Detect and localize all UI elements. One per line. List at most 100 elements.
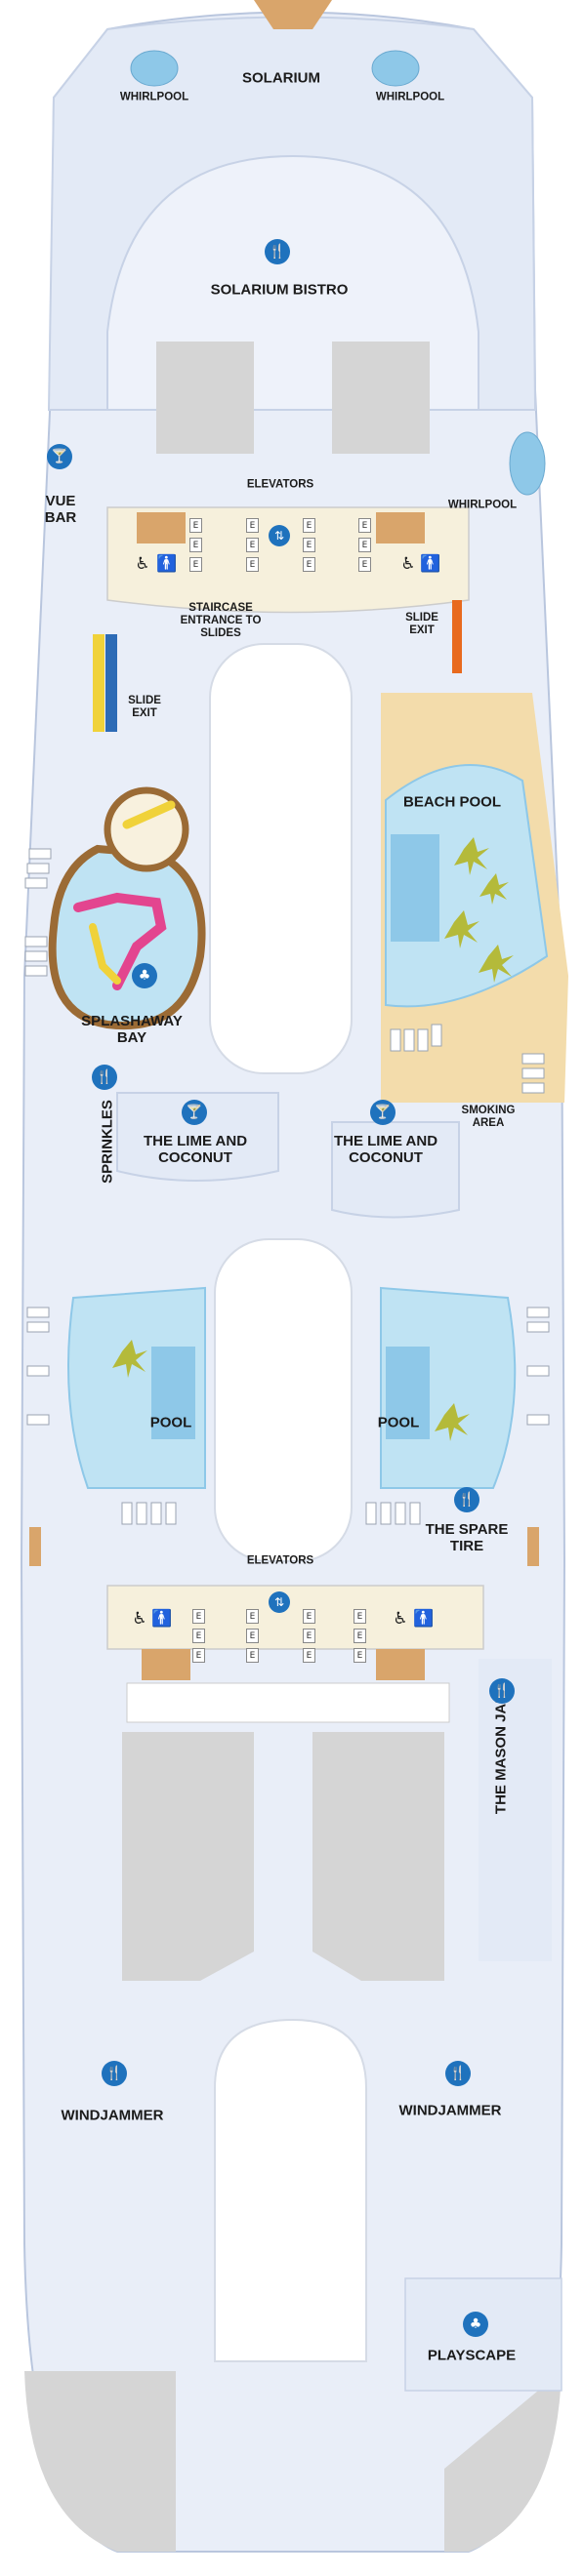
elevator-car: E <box>303 538 315 552</box>
port-wood-strip <box>29 1527 41 1566</box>
water-slide-pink <box>73 892 167 990</box>
aft-lobby <box>106 1585 484 1650</box>
windjammer-left-label: WINDJAMMER <box>61 2107 164 2124</box>
dining-icon: 🍴 <box>92 1065 117 1090</box>
elevator-car: E <box>192 1648 205 1663</box>
elevator-car: E <box>246 1609 259 1624</box>
pool-right-label: POOL <box>377 1414 420 1431</box>
whirlpool-left-tub <box>130 50 179 87</box>
aft-corridor <box>126 1682 450 1723</box>
slide-exit-left-chute <box>93 634 104 732</box>
playscape-area <box>404 2277 562 2392</box>
central-corridor-fwd <box>209 643 353 1074</box>
restroom-icon: 🚹 <box>151 1609 173 1629</box>
elevator-car: E <box>303 1609 315 1624</box>
pool-right-deep <box>386 1347 430 1439</box>
elevator-car: E <box>189 518 202 533</box>
restroom-icon: 🚹 <box>420 554 441 574</box>
splash-top-slide <box>122 800 176 829</box>
beach-pool-water <box>385 764 549 1008</box>
wheelchair-icon: ♿ <box>393 1609 408 1629</box>
elevator-icon: ⇅ <box>269 1591 290 1613</box>
elevator-car: E <box>192 1609 205 1624</box>
beach-pool-label: BEACH POOL <box>402 793 502 811</box>
splashaway-bay-area <box>48 844 206 1030</box>
forward-stairs-left <box>137 512 186 543</box>
lime-coconut-right-area <box>331 1121 460 1219</box>
elevator-car: E <box>246 1629 259 1643</box>
lime-coconut-left-area <box>116 1092 279 1182</box>
elevator-car: E <box>358 518 371 533</box>
dining-icon: 🍴 <box>102 2061 127 2086</box>
beach-pool-deep <box>391 834 439 942</box>
restroom-icon: 🚹 <box>413 1609 435 1629</box>
whirlpool-left-label: WHIRLPOOL <box>119 91 189 103</box>
windjammer-center-aisle <box>214 2018 367 2362</box>
dining-icon: 🍴 <box>489 1678 515 1704</box>
windjammer-servery-left <box>122 1732 254 1981</box>
solarium-entry-notch <box>254 0 332 29</box>
elevator-car: E <box>303 518 315 533</box>
vue-bar-label: VUE BAR <box>44 492 77 526</box>
slide-exit-right-chute <box>452 600 462 673</box>
elevator-car: E <box>354 1648 366 1663</box>
mason-jar-area <box>479 1659 552 1961</box>
aft-stairs-left <box>142 1649 190 1680</box>
elevator-car: E <box>246 538 259 552</box>
cocktail-bar-icon: 🍸 <box>47 444 72 469</box>
lounger-chairs <box>24 848 550 1525</box>
central-corridor-aft <box>214 1238 353 1562</box>
dining-icon: 🍴 <box>265 239 290 264</box>
elevator-car: E <box>189 538 202 552</box>
pool-left-deep <box>151 1347 195 1439</box>
pool-left-label: POOL <box>149 1414 192 1431</box>
playscape-label: PLAYSCAPE <box>427 2347 517 2364</box>
sprinkles-label: SPRINKLES <box>99 1100 116 1184</box>
elevator-car: E <box>303 557 315 572</box>
elevators-aft-label: ELEVATORS <box>246 1554 314 1567</box>
whirlpool-side-label: WHIRLPOOL <box>447 499 518 511</box>
mason-jar-label: THE MASON JAR <box>492 1692 510 1815</box>
elevator-car: E <box>354 1609 366 1624</box>
cocktail-bar-icon: 🍸 <box>370 1100 396 1125</box>
beach-umbrellas <box>112 837 514 1441</box>
starboard-wood-strip <box>527 1527 539 1566</box>
elevator-car: E <box>303 1629 315 1643</box>
dining-icon: 🍴 <box>454 1487 479 1512</box>
staircase-entrance-label: STAIRCASE ENTRANCE TO SLIDES <box>180 602 262 640</box>
elevator-car: E <box>358 538 371 552</box>
elevator-icon: ⇅ <box>269 525 290 546</box>
kids-play-icon: ♣ <box>132 963 157 988</box>
lime-coconut-left-label: THE LIME AND COCONUT <box>143 1132 248 1166</box>
whirlpool-right-label: WHIRLPOOL <box>375 91 445 103</box>
elevator-car: E <box>358 557 371 572</box>
elevator-car: E <box>246 518 259 533</box>
lime-coconut-right-label: THE LIME AND COCONUT <box>333 1132 438 1166</box>
wheelchair-icon: ♿ <box>132 1609 147 1629</box>
whirlpool-right-tub <box>371 50 420 87</box>
forward-stairs-right <box>376 512 425 543</box>
aft-grey-right <box>444 2371 562 2552</box>
whirlpool-side-tub <box>509 431 546 496</box>
elevator-car: E <box>246 1648 259 1663</box>
slide-exit-left-label: SLIDE EXIT <box>128 694 161 719</box>
restroom-icon: 🚹 <box>156 554 178 574</box>
windjammer-servery-right <box>312 1732 444 1981</box>
aft-stairs-right <box>376 1649 425 1680</box>
slide-exit-right-label: SLIDE EXIT <box>405 611 438 636</box>
kids-play-icon: ♣ <box>463 2312 488 2337</box>
elevator-car: E <box>192 1629 205 1643</box>
elevator-car: E <box>354 1629 366 1643</box>
wheelchair-icon: ♿ <box>135 554 150 574</box>
solarium-label: SOLARIUM <box>242 69 320 87</box>
windjammer-right-label: WINDJAMMER <box>398 2102 502 2119</box>
elevator-car: E <box>303 1648 315 1663</box>
wheelchair-icon: ♿ <box>400 554 416 574</box>
dining-icon: 🍴 <box>445 2061 471 2086</box>
slide-exit-left-chute-2 <box>105 634 117 732</box>
elevator-car: E <box>189 557 202 572</box>
spare-tire-label: THE SPARE TIRE <box>425 1520 509 1554</box>
elevator-car: E <box>246 557 259 572</box>
smoking-area-label: SMOKING AREA <box>461 1104 516 1129</box>
